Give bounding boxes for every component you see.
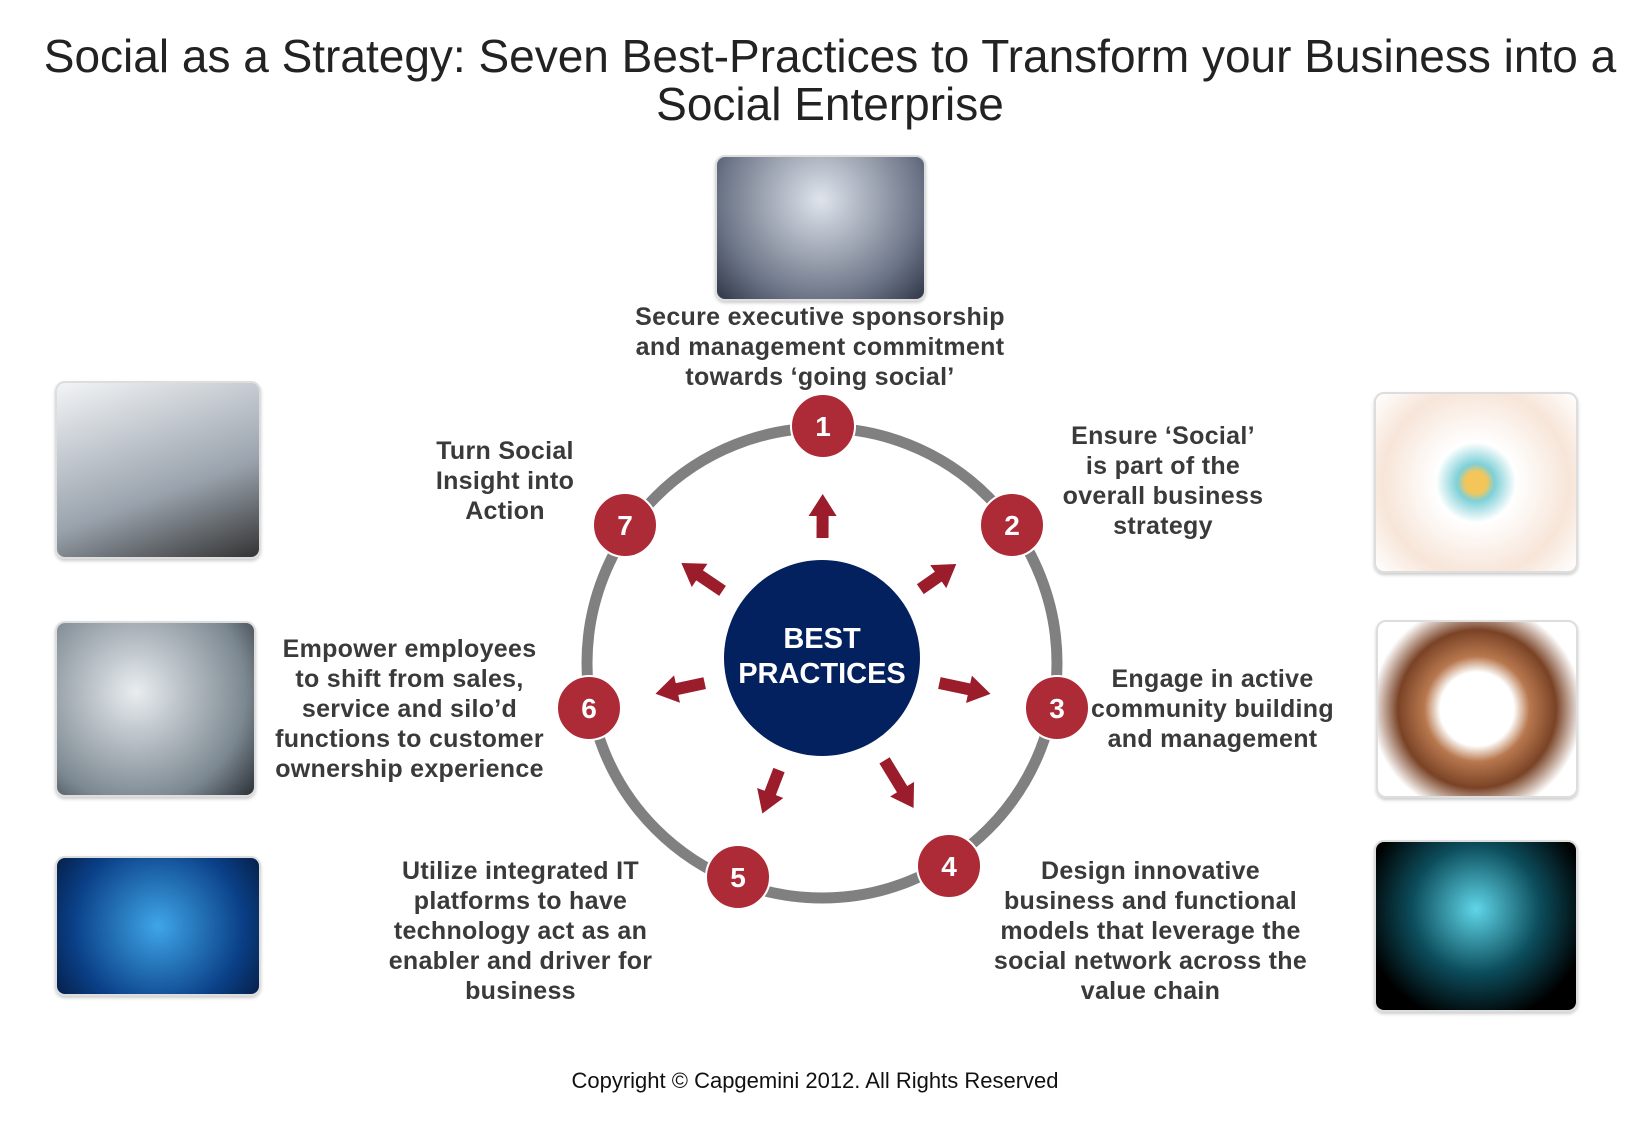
practice-node-2 (979, 492, 1045, 558)
arrow-6-head (655, 675, 680, 703)
practice-node-7-number: 7 (617, 510, 633, 541)
puzzle-hands-image (1374, 392, 1578, 573)
practice-4-text: Design innovative business and functiona… (993, 857, 1308, 1005)
arrow-1-head (808, 493, 837, 517)
arrow-3-head (966, 675, 991, 703)
practice-node-3-number: 3 (1049, 693, 1065, 724)
hub-circle (724, 560, 920, 756)
page-title: Social as a Strategy: Seven Best-Practic… (43, 30, 1617, 130)
practice-node-6-number: 6 (581, 693, 597, 724)
practice-node-5 (705, 844, 771, 910)
practice-node-5-number: 5 (730, 862, 746, 893)
escalator-jump-image (55, 381, 261, 559)
practice-node-1-number: 1 (815, 411, 831, 442)
practice-6-text: Empower employees to shift from sales, s… (275, 635, 544, 783)
network-touch-image (715, 155, 926, 301)
practice-node-7 (592, 492, 658, 558)
arrow-2-head (930, 563, 957, 589)
arrow-4-head (890, 781, 915, 808)
practice-2-text: Ensure ‘Social’ is part of the overall b… (1062, 422, 1264, 540)
practice-node-4 (916, 833, 982, 899)
key-lock-image (55, 621, 256, 797)
practice-3-text: Engage in active community building and … (1091, 665, 1334, 753)
arrow-7-head (681, 563, 708, 587)
hub-line1: BEST (783, 623, 861, 655)
glowing-hand-image (1374, 840, 1578, 1012)
practice-1-text: Secure executive sponsorship and managem… (635, 303, 1005, 391)
digital-woman-image (55, 856, 261, 996)
practice-node-3 (1024, 675, 1090, 741)
practice-7-text: Turn Social Insight into Action (435, 437, 575, 525)
practice-node-4-number: 4 (941, 851, 957, 882)
practice-node-1 (790, 393, 856, 459)
practice-node-2-number: 2 (1004, 510, 1020, 541)
arrow-5-head (757, 787, 784, 814)
hub-label: BEST PRACTICES (722, 622, 922, 692)
copyright-footer: Copyright © Capgemini 2012. All Rights R… (571, 1068, 1059, 1093)
practice-node-6 (556, 675, 622, 741)
practice-5-text: Utilize integrated IT platforms to have … (388, 857, 653, 1005)
hands-circle-image (1376, 620, 1578, 798)
hub-line2: PRACTICES (738, 658, 906, 690)
